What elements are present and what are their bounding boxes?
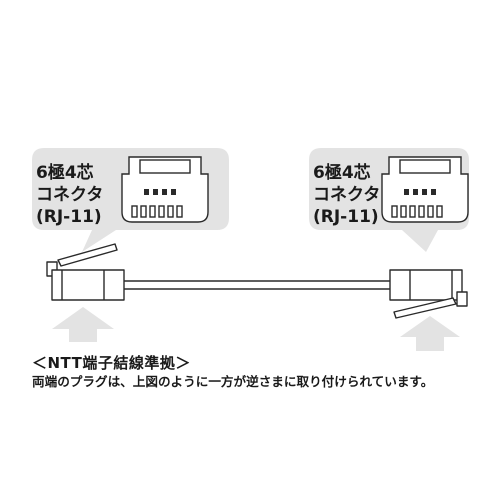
- callout-left-label: 6極4芯 コネクタ (RJ-11): [36, 162, 103, 228]
- rj11-jack-icon-right: [381, 156, 469, 223]
- caption-body: 両端のプラグは、上図のように一方が逆さまに取り付けられています。: [32, 374, 434, 389]
- arrow-up-left: [52, 307, 114, 342]
- rj11-jack-icon-left: [121, 156, 209, 223]
- callout-right: [309, 148, 469, 252]
- modular-cable: [124, 280, 390, 290]
- connector-right-poles: 6極4芯: [313, 163, 371, 183]
- connector-left-type: コネクタ: [36, 185, 104, 205]
- arrow-up-right: [400, 316, 460, 351]
- rj11-plug-right: [389, 269, 468, 319]
- caption-title: ＜NTT端子結線準拠＞: [32, 354, 191, 372]
- connector-left-standard: (RJ-11): [36, 207, 102, 227]
- connector-right-type: コネクタ: [313, 185, 381, 205]
- connector-right-standard: (RJ-11): [313, 207, 379, 227]
- connector-left-poles: 6極4芯: [36, 163, 94, 183]
- callout-left: [32, 148, 229, 252]
- callout-right-label: 6極4芯 コネクタ (RJ-11): [313, 162, 380, 228]
- rj11-plug-left: [46, 243, 125, 301]
